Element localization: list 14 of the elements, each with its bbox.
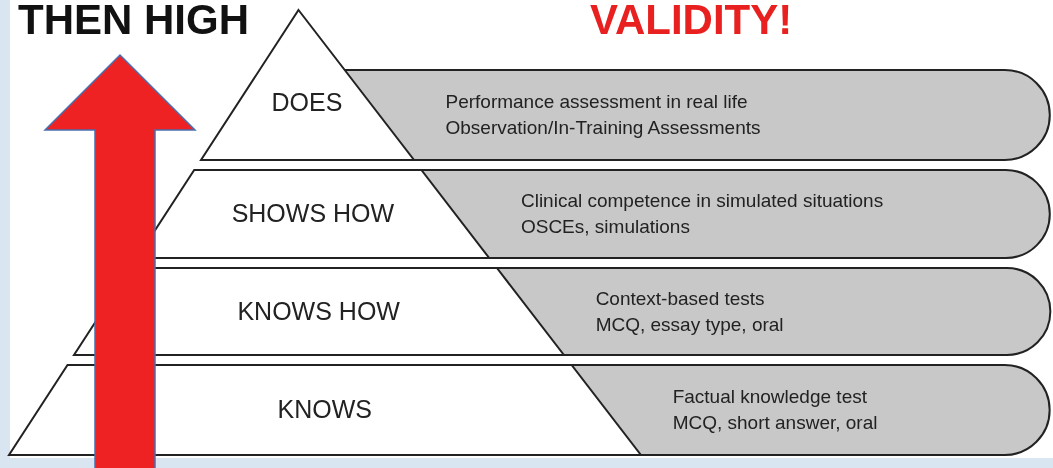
band-text: Observation/In-Training Assessments: [445, 116, 761, 140]
level-label: KNOWS HOW: [236, 296, 401, 326]
level-label: DOES: [270, 88, 344, 117]
heading-text: THEN HIGH: [18, 0, 249, 44]
band-heading: Context-based tests: [595, 286, 765, 311]
level-label: KNOWS: [276, 395, 373, 424]
band-heading: Clinical competence in simulated situations: [520, 189, 884, 213]
band-text: MCQ, essay type, oral: [595, 312, 784, 337]
band-heading: Performance assessment in real life: [445, 90, 748, 114]
heading-text: VALIDITY!: [590, 0, 793, 44]
band-text: OSCEs, simulations: [520, 215, 690, 239]
band-heading: Factual knowledge test: [672, 385, 867, 409]
level-label: SHOWS HOW: [230, 199, 396, 228]
band-text: MCQ, short answer, oral: [672, 411, 878, 435]
